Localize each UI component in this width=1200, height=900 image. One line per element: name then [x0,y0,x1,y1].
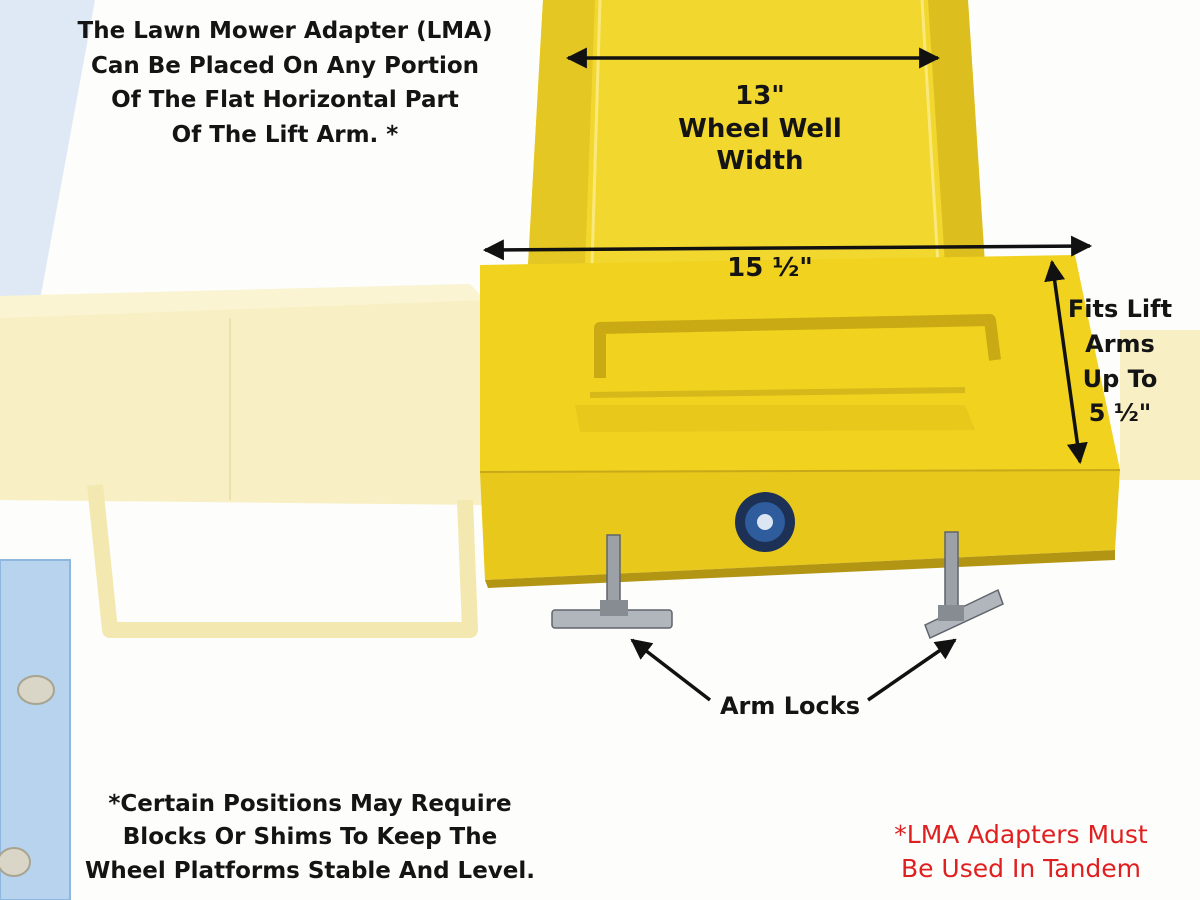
footnote-line: *Certain Positions May Require [108,791,512,817]
arm-fit-label: Fits Lift Arms Up To 5 ½" [1055,292,1185,431]
lift-arm [0,284,1200,638]
placement-note: The Lawn Mower Adapter (LMA) Can Be Plac… [40,14,530,152]
arm-height-arrow [1044,259,1088,465]
footnote-line: Wheel Platforms Stable And Level. [84,857,536,884]
arm-fit-line: Fits Lift [1067,295,1173,323]
tandem-warning: *LMA Adapters Must Be Used In Tandem [856,818,1186,886]
arm-fit-line: Up To [1082,364,1158,393]
arm-locks-label: Arm Locks [719,692,861,720]
post-bolt-top [17,675,55,705]
placement-note-line: The Lawn Mower Adapter (LMA) [77,18,493,44]
footnote-line: Blocks Or Shims To Keep The [122,824,498,851]
adapter-handle [575,314,1001,432]
wheel-well-width-label: 13" Wheel Well Width [660,80,860,178]
tandem-warning-line: Be Used In Tandem [900,853,1142,883]
brand-badge [735,492,795,552]
arm-fit-value: 5 ½" [1088,399,1152,428]
tandem-warning-line: *LMA Adapters Must [894,820,1148,849]
wheel-well-width-text: Wheel Well [678,113,842,144]
footnote: *Certain Positions May Require Blocks Or… [40,788,580,888]
arm-lock-right [924,531,1004,640]
wheel-well-width-text: Width [716,146,804,176]
arm-lock-left-pointer [630,638,712,702]
wheel-well-width-value: 13" [735,81,785,111]
arm-lock-right-pointer [867,638,957,702]
arm-handle [87,484,478,638]
arm-fit-line: Arms [1085,329,1155,358]
post-bolt-bottom [0,847,31,877]
placement-note-line: Can Be Placed On Any Portion [90,52,480,79]
adapter-box [479,255,1121,588]
placement-note-line: Of The Lift Arm. * [171,121,399,148]
adapter-width-arrow [482,235,1093,261]
dimension-arrows [482,47,1093,702]
arm-lock-left [551,534,673,629]
placement-note-line: Of The Flat Horizontal Part [111,87,459,113]
lift-post [0,0,95,900]
adapter-width-label: 15 ½" [727,253,813,283]
